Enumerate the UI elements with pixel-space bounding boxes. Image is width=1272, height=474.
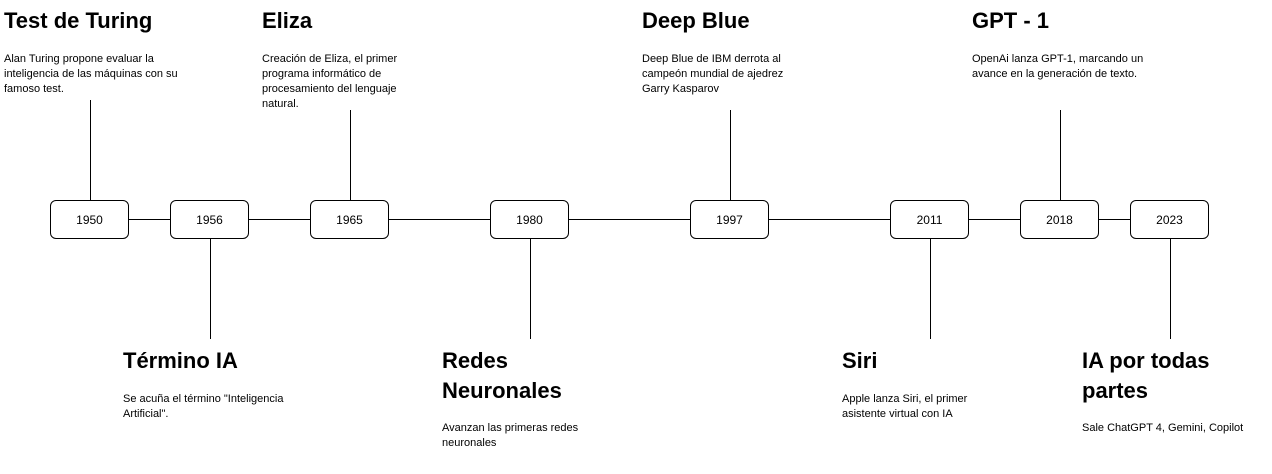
event-title-turing: Test de Turing <box>4 8 153 33</box>
event-desc-ia-todas-partes: Sale ChatGPT 4, Gemini, Copilot <box>1082 422 1244 434</box>
event-desc-termino-ia: Se acuña el término "Inteligencia Artifi… <box>123 393 284 420</box>
connector-1956 <box>210 239 211 339</box>
timeline-axis <box>90 219 1170 220</box>
connector-1980 <box>530 239 531 339</box>
year-box-1980: 1980 <box>490 200 569 239</box>
year-box-1997: 1997 <box>690 200 769 239</box>
year-box-2011: 2011 <box>890 200 969 239</box>
event-title-redes-neuronales: Redes Neuronales <box>442 346 562 406</box>
connector-1997 <box>730 110 731 200</box>
event-title-siri: Siri <box>842 348 878 373</box>
event-title-line: Neuronales <box>442 378 562 403</box>
event-title-line: Redes <box>442 348 509 373</box>
event-desc-eliza: Creación de Eliza, el primer programa in… <box>262 53 398 110</box>
year-box-2018: 2018 <box>1020 200 1099 239</box>
event-title-line: partes <box>1082 378 1149 403</box>
year-box-2023: 2023 <box>1130 200 1209 239</box>
event-desc-gpt-1: OpenAi lanza GPT-1, marcando un avance e… <box>972 53 1144 80</box>
event-desc-redes-neuronales: Avanzan las primeras redes neuronales <box>442 422 579 449</box>
event-title-termino-ia: Término IA <box>123 348 238 373</box>
year-box-1965: 1965 <box>310 200 389 239</box>
event-title-gpt-1: GPT - 1 <box>972 8 1050 33</box>
event-title-line: IA por todas <box>1082 348 1210 373</box>
event-desc-deep-blue: Deep Blue de IBM derrota al campeón mund… <box>642 53 784 95</box>
year-box-1956: 1956 <box>170 200 249 239</box>
event-title-eliza: Eliza <box>262 8 313 33</box>
event-title-ia-todas-partes: IA por todas partes <box>1082 346 1210 406</box>
connector-2011 <box>930 239 931 339</box>
event-title-deep-blue: Deep Blue <box>642 8 750 33</box>
connector-2018 <box>1060 110 1061 200</box>
event-desc-siri: Apple lanza Siri, el primer asistente vi… <box>842 393 968 420</box>
event-desc-turing: Alan Turing propone evaluar la inteligen… <box>4 53 178 95</box>
connector-2023 <box>1170 239 1171 339</box>
year-box-1950: 1950 <box>50 200 129 239</box>
connector-1950 <box>90 100 91 200</box>
connector-1965 <box>350 110 351 200</box>
